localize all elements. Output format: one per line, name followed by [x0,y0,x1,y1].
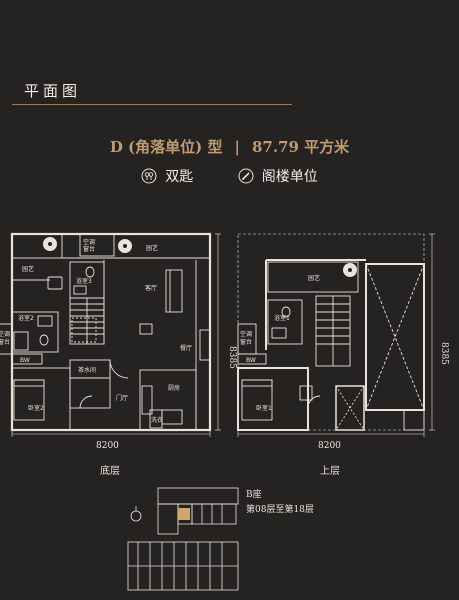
upper-floor-plan [237,233,425,431]
lower-width-dim: 8200 [96,441,119,451]
lower-floor-plan [0,232,212,432]
lower-bedroom2: 卧室2 [28,404,44,412]
upper-ac-fan-icon [343,263,357,277]
lower-height-dim: 8385 [227,346,237,369]
feature-label: 阁楼单位 [261,169,318,185]
upper-bedroom1: 卧室1 [256,404,272,412]
unit-type-label: D (角落单位) 型 [109,138,223,156]
lower-ac-fan-icon [43,237,132,253]
upper-width-dim: 8200 [318,441,341,451]
block-name: B座 [246,490,262,500]
lower-foyer: 门厅 [116,394,128,402]
lower-ac-box-top [11,233,63,259]
feature-label: 双匙 [165,169,194,185]
upper-bw: BW [246,357,256,364]
lower-bath2: 浴室2 [18,314,34,322]
lower-bath3: 浴室3 [76,277,92,285]
lower-ac-top-line2: 窗台 [83,245,95,253]
upper-garden: 园艺 [308,274,320,282]
floor-plans: 空调 窗台 园艺 园艺 浴室3 客厅 餐厅 浴室2 空调 窗台 BW 卧室2 茶… [0,232,449,451]
lower-ac-top-line1: 空调 [83,238,95,246]
unit-area-label: 87.79 平方米 [251,138,350,156]
loft-pencil-icon [238,168,254,184]
lower-outer-wall [10,232,212,432]
compass-icon [130,510,142,522]
double-key-icon [141,168,157,184]
key-plan [127,487,239,591]
floor-range: 第08层至第18层 [246,505,314,515]
upper-height-dim: 8385 [439,342,449,365]
lower-ac-balcony-top [79,233,115,257]
upper-floor-label: 上层 [320,466,340,477]
key-plan-label: B座 第08层至第18层 [246,488,314,518]
lower-living: 客厅 [145,284,157,292]
lower-floor-label: 底层 [100,466,120,477]
feature-loft: 阁楼单位 [238,166,318,186]
feature-list: 双匙 阁楼单位 [0,166,459,188]
lower-garden-left: 园艺 [22,265,34,273]
lower-tea: 茶水间 [78,366,96,374]
lower-dimension-lines [11,233,221,437]
title-divider [12,104,292,105]
upper-ac-left-line2: 窗台 [240,338,252,346]
lower-ac-left-line1: 空调 [0,330,10,338]
upper-dimension-lines [237,233,435,437]
lower-kitchen: 厨房 [168,384,180,392]
unit-highlight-marker [178,508,190,520]
lower-ac-left-line2: 窗台 [0,338,10,346]
lower-wash: 洗衣 [151,416,163,424]
unit-separator: | [234,138,240,156]
upper-ac-left-line1: 空调 [240,330,252,338]
feature-double-key: 双匙 [141,166,193,186]
lower-bw: BW [20,357,30,364]
page-title: 平面图 [24,82,82,100]
upper-bath1: 浴室1 [274,314,290,322]
lower-garden-top: 园艺 [146,244,158,252]
unit-type-heading: D (角落单位) 型 | 87.79 平方米 [0,136,459,157]
lower-dining: 餐厅 [180,344,192,352]
